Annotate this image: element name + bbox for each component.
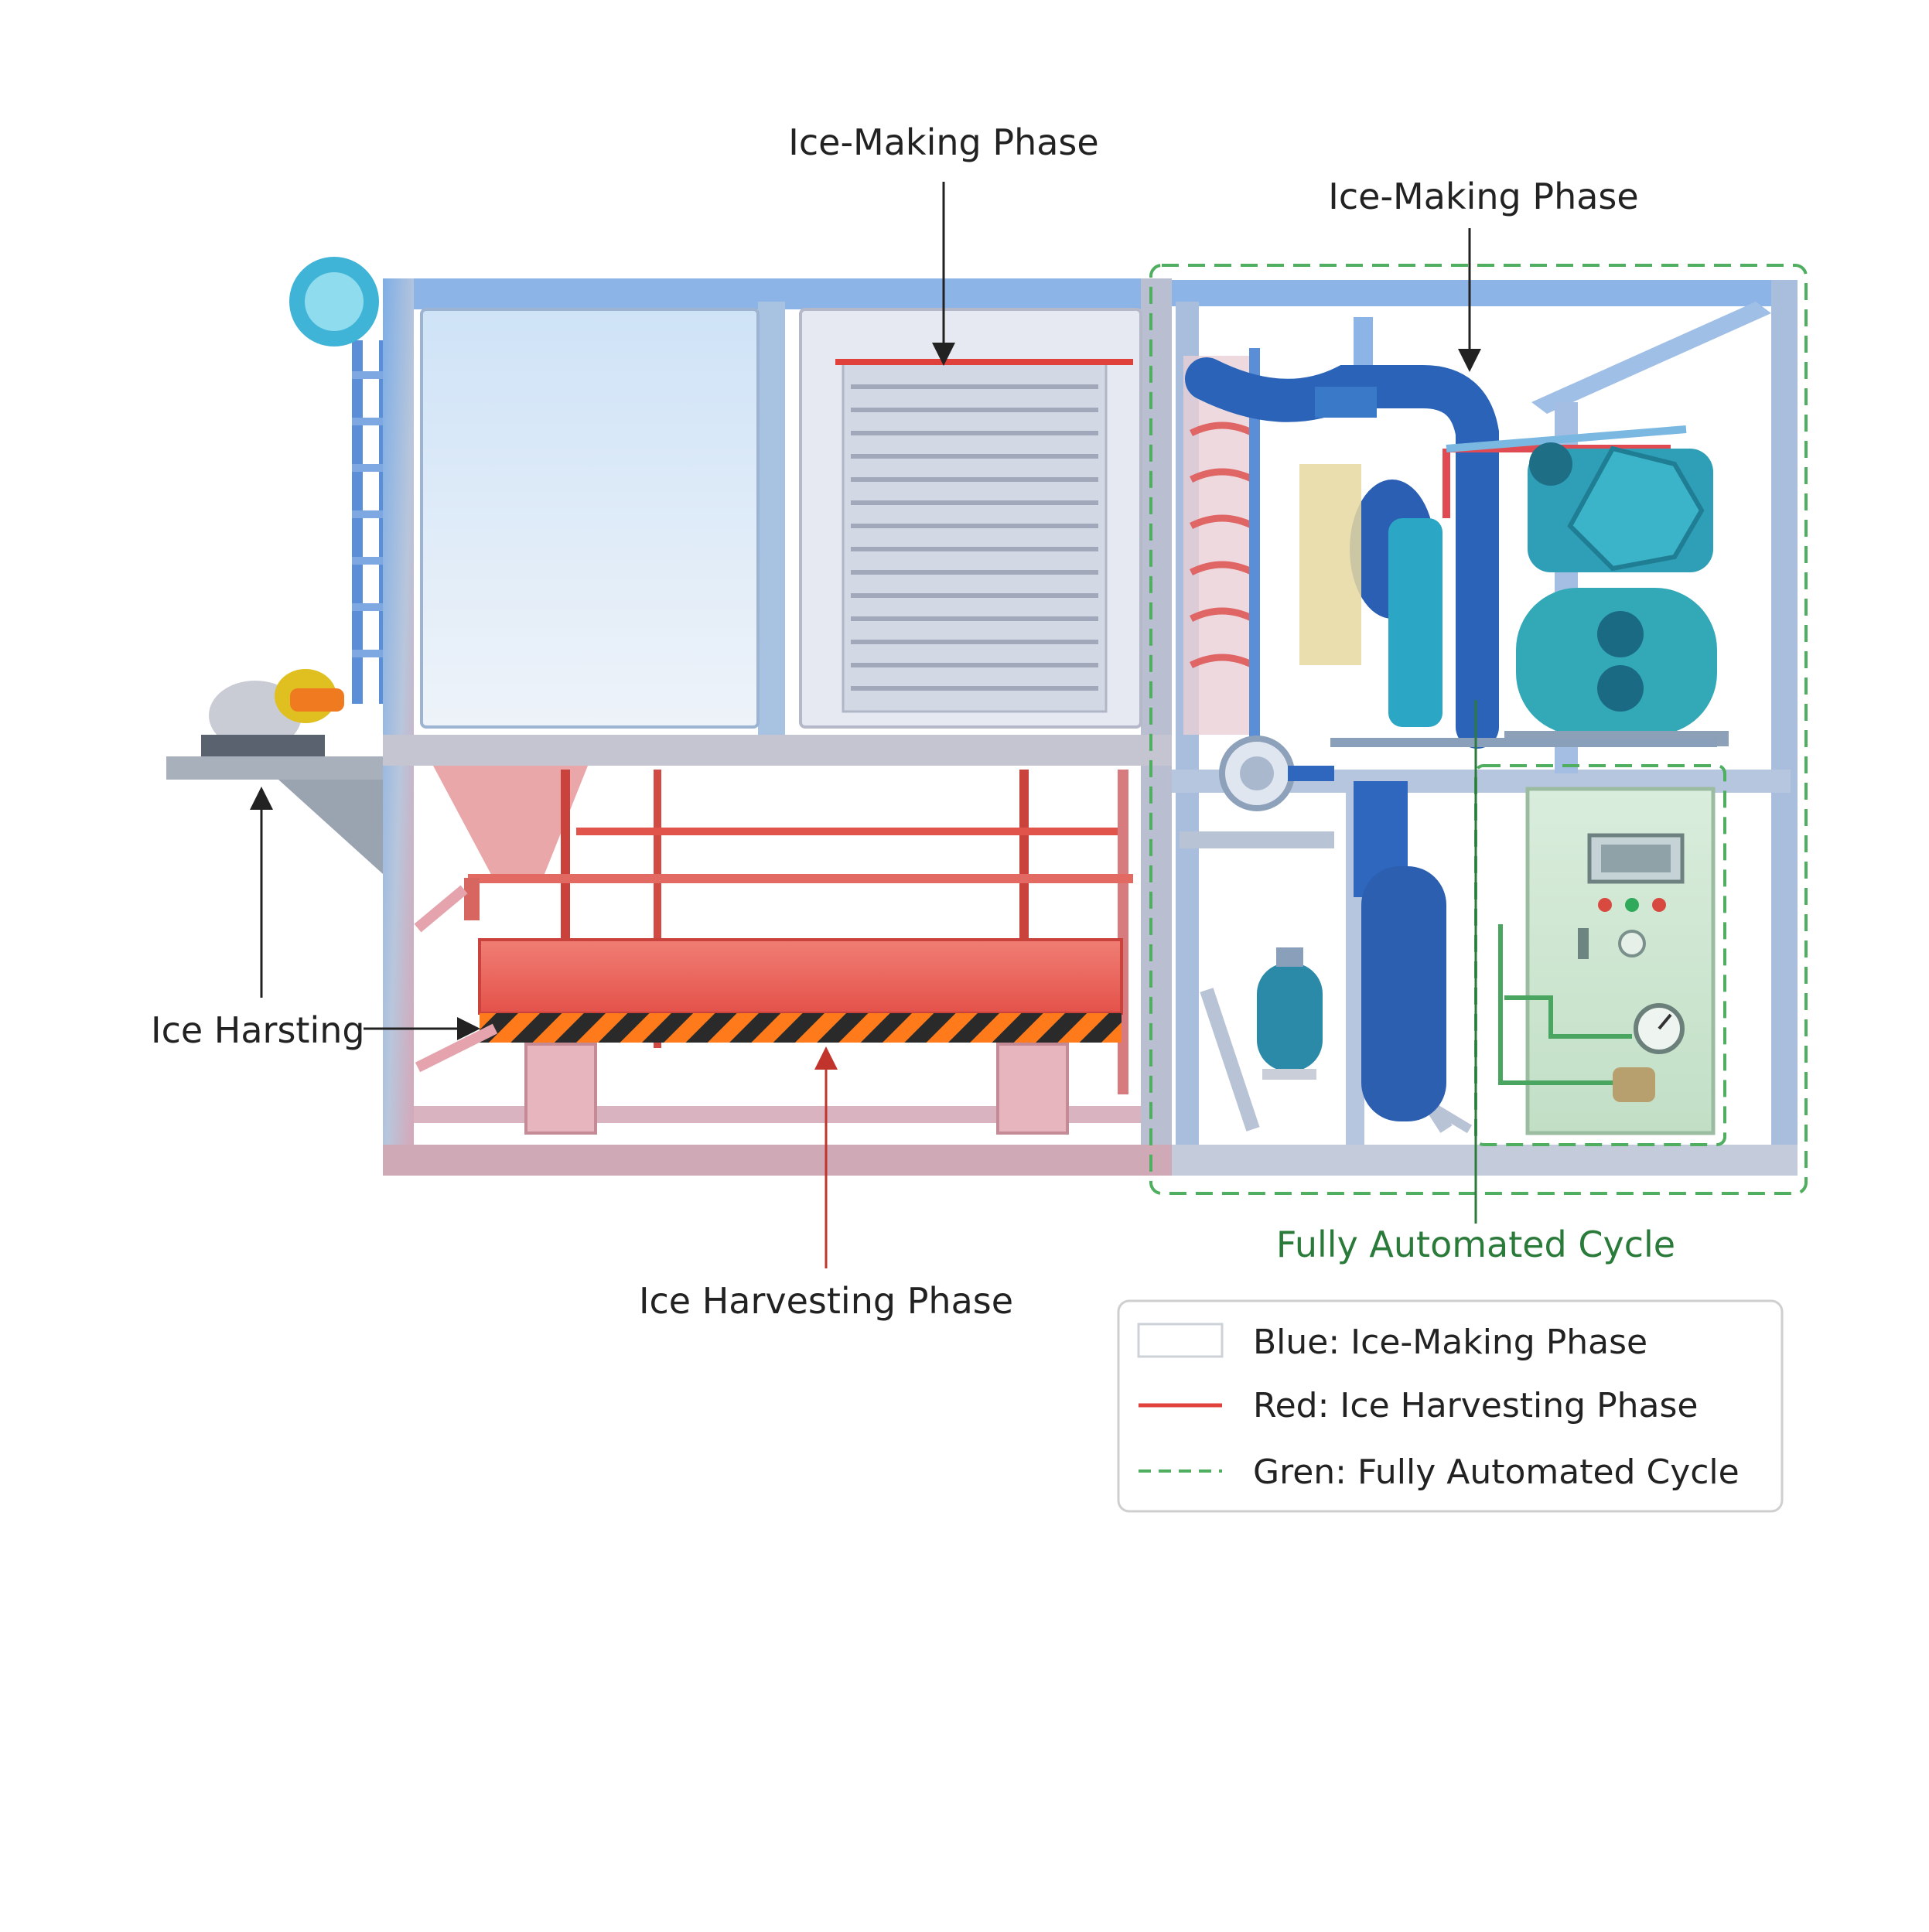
callout-fully-automated: Fully Automated Cycle bbox=[1276, 1224, 1675, 1265]
flow-valve bbox=[1219, 736, 1334, 811]
callout-ice-making-right: Ice-Making Phase bbox=[1328, 176, 1638, 217]
refrigerant-tank bbox=[1257, 947, 1323, 1080]
indicator-light-icon bbox=[1652, 898, 1666, 912]
legend-swatch-ice-making bbox=[1137, 1323, 1224, 1358]
callout-ice-harvesting-left: Ice Harsting bbox=[151, 1009, 365, 1051]
legend-label-ice-making: Blue: Ice-Making Phase bbox=[1253, 1323, 1647, 1362]
control-cabinet bbox=[1498, 787, 1716, 1135]
condenser-coil bbox=[1183, 348, 1260, 766]
automated-cycle-boundary bbox=[1149, 264, 1808, 1195]
legend-label-ice-harvesting: Red: Ice Harvesting Phase bbox=[1253, 1386, 1698, 1425]
indicator-light-icon bbox=[1625, 898, 1639, 912]
left-shelf bbox=[166, 669, 383, 874]
compressor bbox=[1330, 442, 1729, 747]
insulated-panel bbox=[420, 308, 760, 729]
indicator-light-icon bbox=[1598, 898, 1612, 912]
harvesting-section bbox=[414, 766, 1133, 1135]
ladder bbox=[289, 257, 390, 704]
main-frame bbox=[383, 278, 1172, 1176]
legend-label-automated: Gren: Fully Automated Cycle bbox=[1253, 1452, 1740, 1492]
suction-piping bbox=[1185, 357, 1687, 1121]
receiver-tank bbox=[1388, 518, 1442, 727]
legend: Blue: Ice-Making Phase Red: Ice Harvesti… bbox=[1117, 1299, 1784, 1513]
control-boundary bbox=[1474, 764, 1726, 1146]
evaporator-panel bbox=[799, 308, 1142, 729]
callout-ice-making-top: Ice-Making Phase bbox=[788, 121, 1098, 163]
legend-box bbox=[1117, 1299, 1784, 1513]
callout-ice-harvesting-bottom: Ice Harvesting Phase bbox=[639, 1280, 1013, 1322]
